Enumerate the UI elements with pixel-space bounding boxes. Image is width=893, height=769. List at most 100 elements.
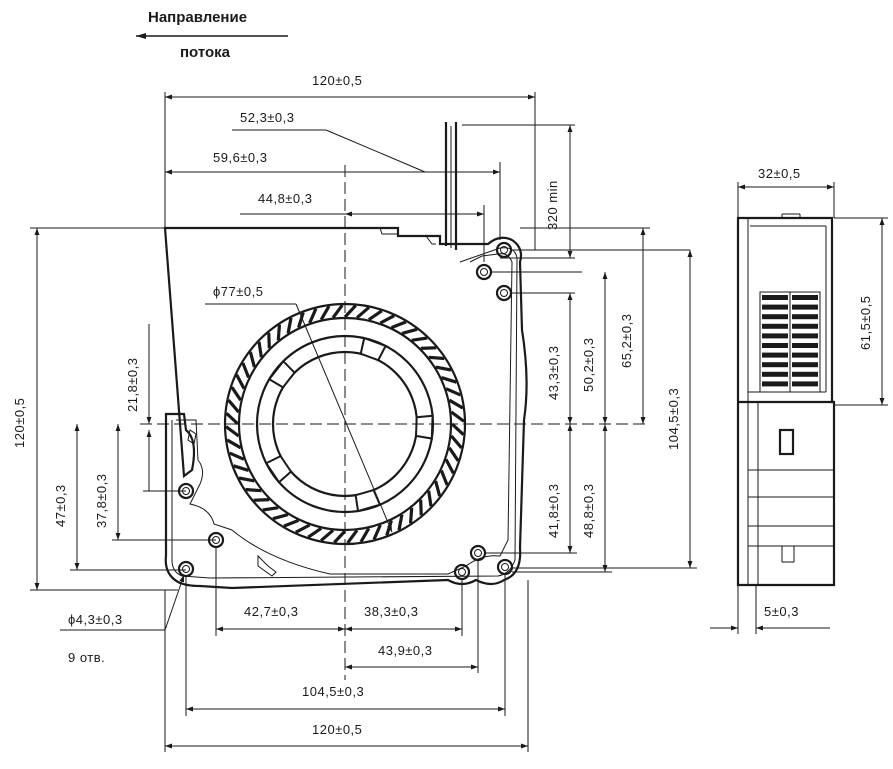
impeller-blade <box>235 374 246 390</box>
hole-leader <box>164 574 185 631</box>
grille-slat <box>762 362 788 368</box>
dim-59-6: 59,6±0,3 <box>213 150 268 165</box>
impeller-blade <box>297 312 305 329</box>
impeller-blade <box>283 518 300 528</box>
impeller-blade <box>447 446 460 462</box>
dim-width-bottom: 120±0,5 <box>312 722 362 737</box>
dim-37-8: 37,8±0,3 <box>94 473 109 528</box>
impeller-blade <box>233 464 250 472</box>
grille-slat <box>762 304 788 310</box>
dim-43-3: 43,3±0,3 <box>546 345 561 400</box>
dim-44-8: 44,8±0,3 <box>258 191 313 206</box>
impeller-blade <box>448 398 464 410</box>
fan-inner-outline <box>176 253 513 575</box>
grille-slat <box>792 295 818 300</box>
mounting-hole <box>496 558 514 576</box>
dim-lead-length: 320 min <box>545 180 560 230</box>
impeller-blade <box>367 309 383 322</box>
impeller-blade <box>227 399 240 414</box>
side-view-slot <box>778 428 795 456</box>
grille-slat <box>762 333 788 339</box>
grille-slat <box>792 371 818 377</box>
impeller-blade <box>226 438 242 450</box>
dim-47: 47±0,3 <box>53 484 68 527</box>
mounting-hole <box>475 263 493 281</box>
impeller-blade <box>228 451 245 461</box>
impeller-blade <box>286 317 293 334</box>
dim-height-120: 120±0,5 <box>12 398 27 448</box>
impeller-blade <box>444 458 455 474</box>
dim-width-top: 120±0,5 <box>312 73 362 88</box>
top-dimensions: 120±0,5 52,3±0,3 59,6±0,3 44,8±0,3 320 m… <box>164 73 575 262</box>
impeller-blade <box>225 412 240 426</box>
impeller-spoke <box>414 414 434 440</box>
impeller-blade <box>428 355 445 361</box>
impeller-blade <box>346 529 359 544</box>
grille-slat <box>792 314 818 320</box>
grille-slat <box>762 343 788 348</box>
grille-slat <box>792 333 818 339</box>
impeller-blade <box>307 526 323 539</box>
diameter-callout: ϕ77±0,5 <box>205 284 393 533</box>
flow-direction-label-2: потока <box>180 44 231 61</box>
impeller-blade <box>333 529 347 544</box>
impeller-blade <box>379 314 395 325</box>
side-view: 32±0,5 61,5±0,5 5±0,3 <box>710 166 888 634</box>
impeller-blade <box>248 351 256 368</box>
dim-side-flange: 5±0,3 <box>764 604 799 619</box>
grille-slat <box>792 343 818 348</box>
fan-lead-wires <box>444 122 458 250</box>
grille-slat <box>792 381 818 387</box>
impeller-blade <box>267 332 271 349</box>
impeller-blade <box>331 304 344 319</box>
flow-direction-label: Направление <box>148 9 247 26</box>
impeller-blade <box>440 376 457 384</box>
grille-slat <box>792 352 818 358</box>
dim-52-3: 52,3±0,3 <box>240 110 295 125</box>
side-view-grille <box>759 291 821 393</box>
impeller-blade <box>390 320 407 330</box>
dim-65-2: 65,2±0,3 <box>619 313 634 368</box>
right-dimensions: 43,3±0,3 50,2±0,3 65,2±0,3 104,5±0,3 41,… <box>484 227 697 573</box>
impeller-blade <box>445 387 462 397</box>
housing-lug <box>379 227 398 235</box>
mounting-hole <box>495 241 513 259</box>
dim-38-3: 38,3±0,3 <box>364 604 419 619</box>
impeller-blades <box>225 304 465 544</box>
side-view-slot-2 <box>781 545 795 563</box>
impeller-blade <box>427 490 433 507</box>
impeller-blade <box>450 410 465 423</box>
impeller-spoke <box>359 336 388 362</box>
impeller-blade <box>411 336 428 342</box>
impeller-blade <box>435 365 452 372</box>
dim-48-8: 48,8±0,3 <box>581 483 596 538</box>
bottom-tab <box>257 554 277 577</box>
diameter-leader <box>295 303 393 533</box>
left-dimensions: 120±0,5 47±0,3 37,8±0,3 21,8±0,3 <box>12 227 216 591</box>
impeller-blade <box>238 476 255 483</box>
impeller-blade <box>230 386 243 402</box>
impeller-blade <box>355 306 370 319</box>
impeller-blade <box>295 523 311 534</box>
impeller-blade <box>320 529 335 542</box>
impeller-blade <box>401 327 418 335</box>
impeller-blade <box>225 425 240 438</box>
impeller-blade <box>450 422 465 436</box>
impeller-blade <box>343 304 357 319</box>
impeller-blade <box>262 506 279 512</box>
impeller-blade <box>319 305 331 321</box>
impeller-spoke <box>267 359 296 389</box>
grille-slat <box>762 314 788 320</box>
impeller-blade <box>272 513 289 521</box>
grille-slat <box>792 304 818 310</box>
dim-42-7: 42,7±0,3 <box>244 604 299 619</box>
impeller-blade <box>420 346 437 350</box>
housing-lug-2 <box>425 235 436 245</box>
flow-direction: Направление потока <box>136 9 288 61</box>
impeller-spoke <box>264 454 293 484</box>
grille-slat <box>792 323 818 329</box>
impeller-blade <box>408 507 414 524</box>
grille-slat <box>762 381 788 387</box>
impeller-blade <box>434 480 442 497</box>
